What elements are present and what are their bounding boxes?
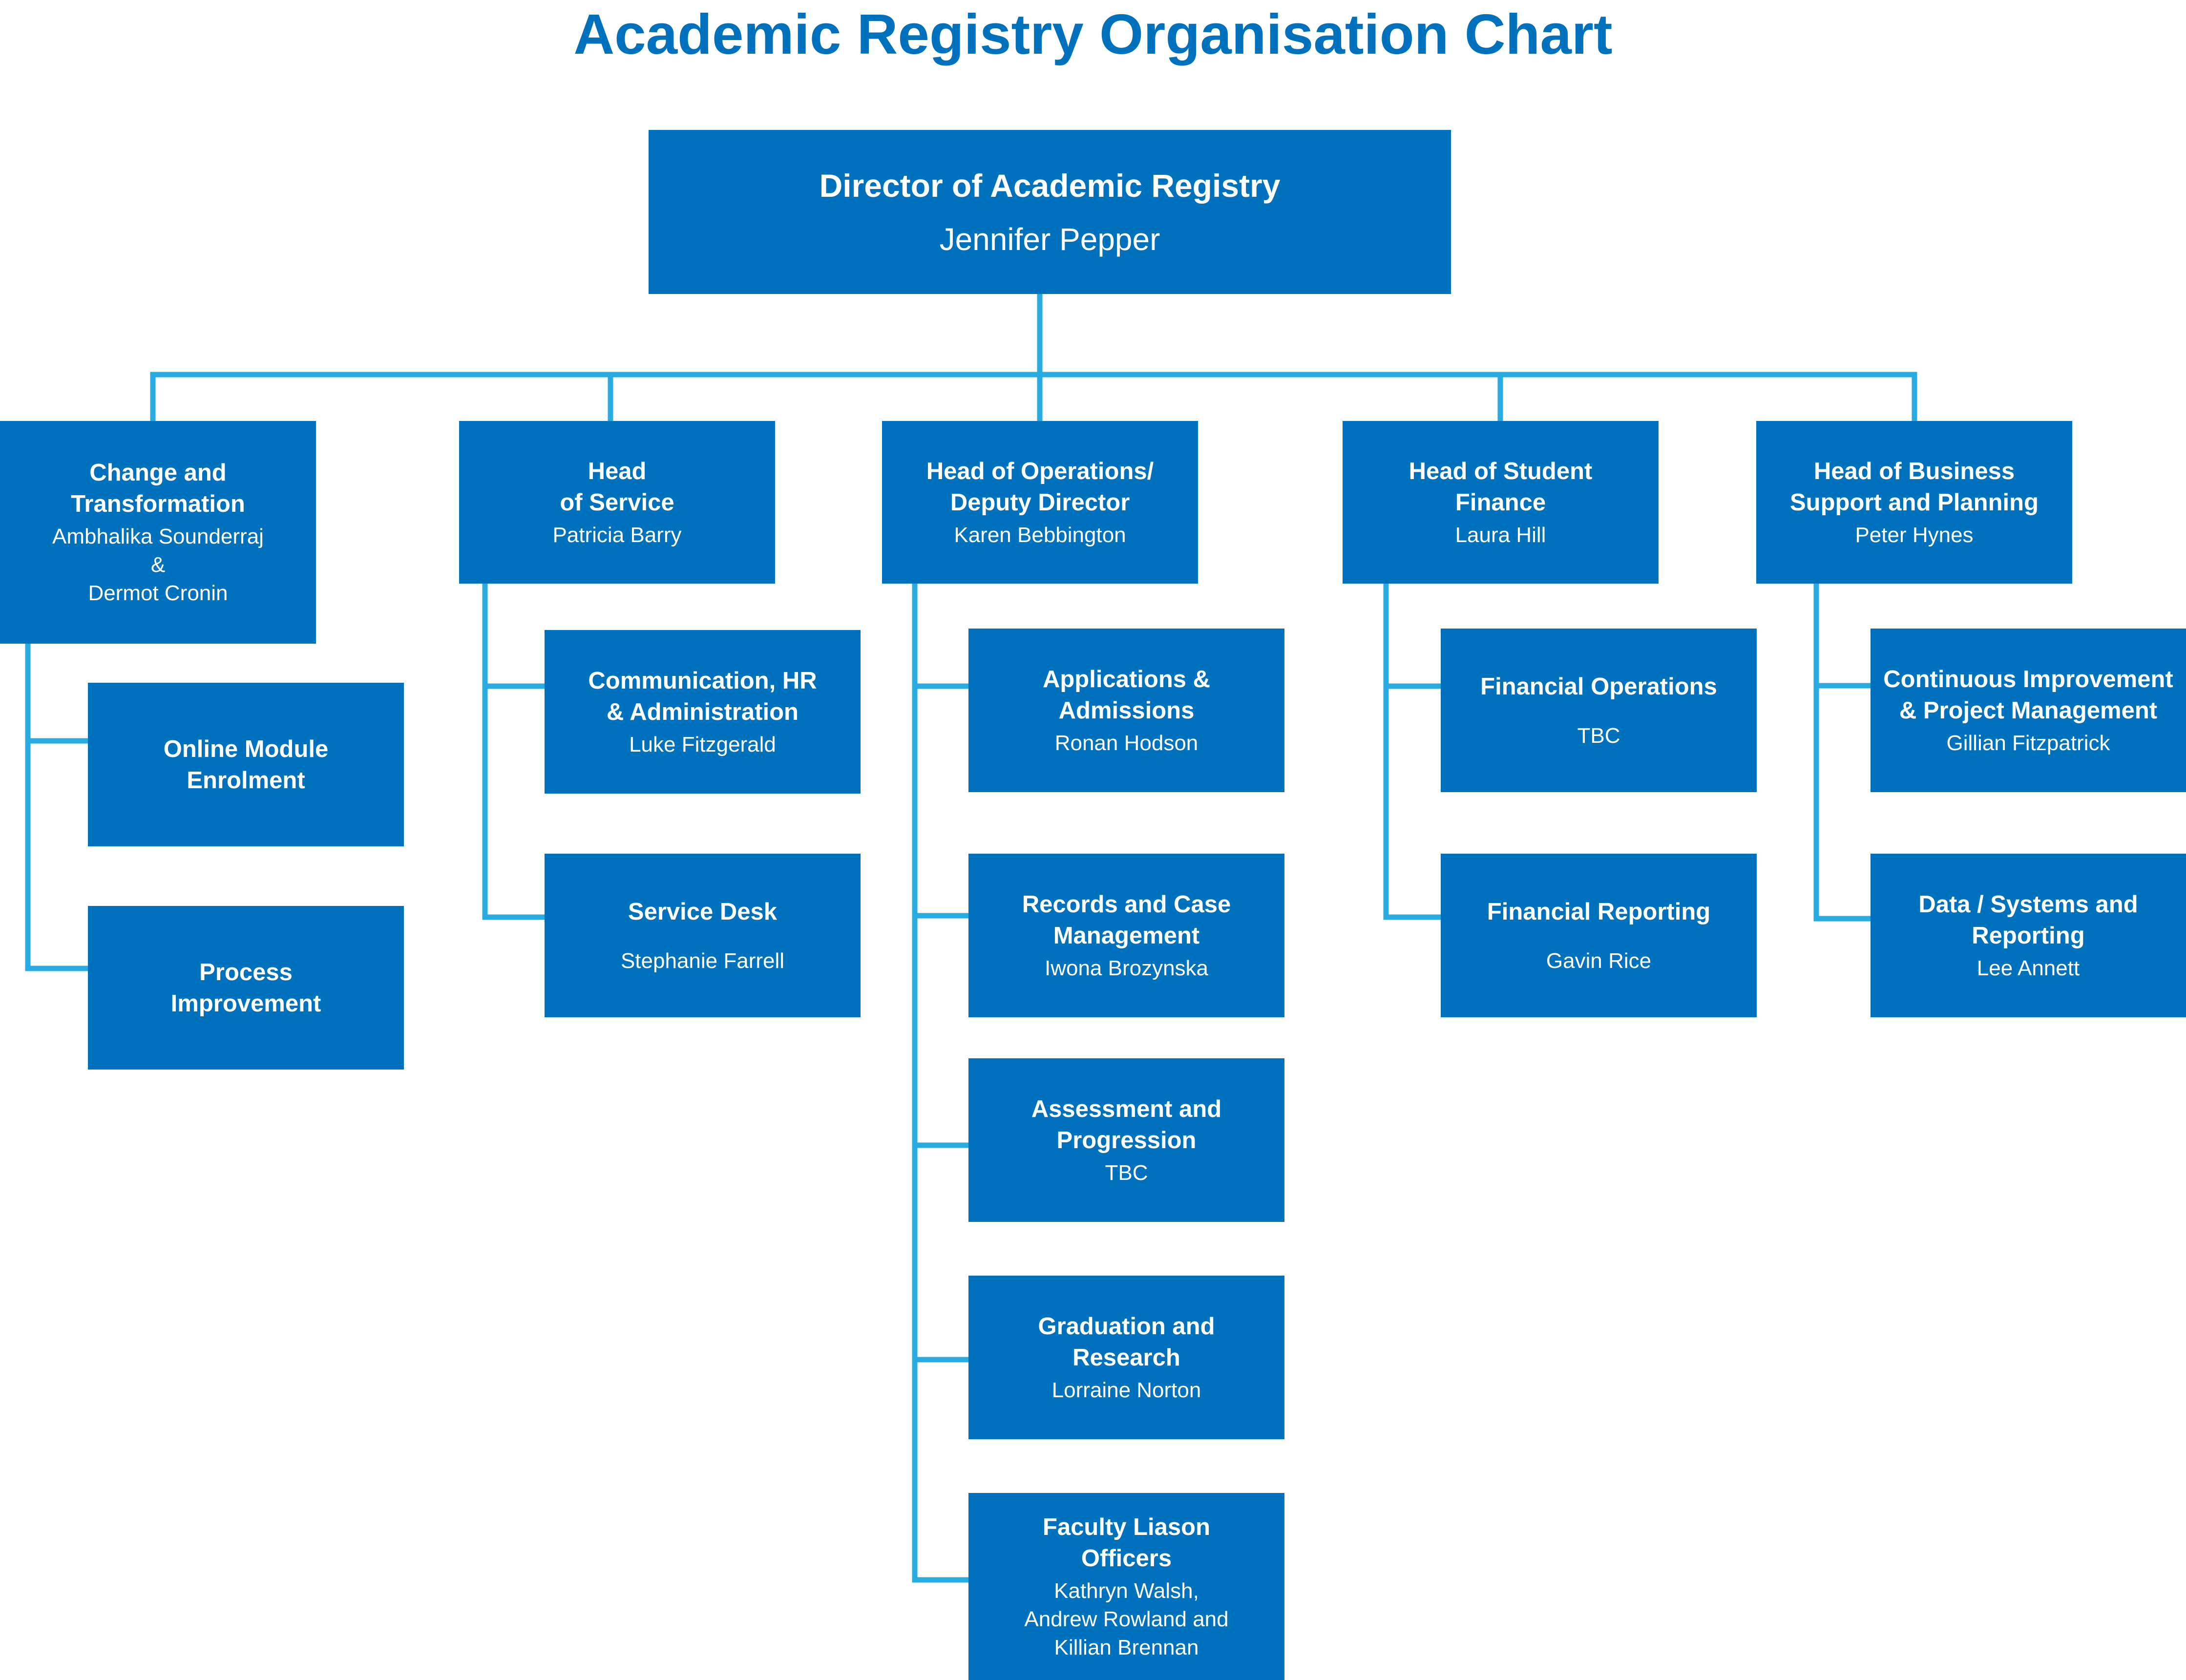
unit-box-applications-admissions: Applications & Admissions Ronan Hodson: [968, 629, 1284, 792]
unit-title: Online Module Enrolment: [163, 735, 329, 794]
unit-name: Iwona Brozynska: [1044, 956, 1209, 980]
branch-name: Ambhalika Sounderraj & Dermot Cronin: [52, 525, 264, 605]
unit-title: Financial Reporting: [1487, 898, 1711, 925]
unit-box-communication-hr-administration: Communication, HR & Administration Luke …: [545, 630, 861, 794]
branch-box-head-of-service: Head of Service Patricia Barry: [459, 421, 775, 584]
unit-box-records-case-management: Records and Case Management Iwona Brozyn…: [968, 854, 1284, 1017]
branch-title: Head of Service: [560, 458, 674, 516]
branch-box-head-of-operations: Head of Operations/ Deputy Director Kare…: [882, 421, 1198, 584]
branch-title: Head of Operations/ Deputy Director: [926, 458, 1154, 516]
unit-name: Lee Annett: [1976, 956, 2080, 980]
director-name: Jennifer Pepper: [939, 222, 1160, 257]
branch-title: Change and Transformation: [71, 460, 245, 517]
director-box: Director of Academic Registry Jennifer P…: [649, 130, 1451, 294]
unit-box-financial-reporting: Financial Reporting Gavin Rice: [1441, 854, 1757, 1017]
unit-title: Data / Systems and Reporting: [1918, 891, 2138, 949]
page-title: Academic Registry Organisation Chart: [573, 2, 1613, 66]
unit-title: Process Improvement: [170, 959, 321, 1017]
unit-box-process-improvement: Process Improvement: [88, 906, 404, 1070]
branch-title: Head of Student Finance: [1408, 458, 1593, 516]
unit-title: Faculty Liason Officers: [1042, 1513, 1211, 1572]
branch-box-change-and-transformation: Change and Transformation Ambhalika Soun…: [0, 421, 316, 644]
unit-title: Financial Operations: [1480, 673, 1717, 700]
unit-name: Gavin Rice: [1546, 948, 1652, 973]
unit-title: Graduation and Research: [1038, 1313, 1215, 1371]
unit-name: Luke Fitzgerald: [629, 732, 776, 756]
unit-name: TBC: [1577, 723, 1620, 748]
unit-title: Assessment and Progression: [1031, 1095, 1222, 1154]
unit-box-service-desk: Service Desk Stephanie Farrell: [545, 854, 861, 1017]
branch-title: Head of Business Support and Planning: [1789, 458, 2039, 516]
unit-box-graduation-research: Graduation and Research Lorraine Norton: [968, 1276, 1284, 1439]
unit-box-data-systems-reporting: Data / Systems and Reporting Lee Annett: [1871, 854, 2186, 1017]
unit-name: Lorraine Norton: [1051, 1378, 1201, 1402]
branch-name: Karen Bebbington: [954, 523, 1126, 547]
unit-title: Applications & Admissions: [1042, 666, 1211, 724]
branch-box-head-of-business-support: Head of Business Support and Planning Pe…: [1756, 421, 2072, 584]
branch-name: Laura Hill: [1455, 523, 1546, 547]
branch-box-head-of-student-finance: Head of Student Finance Laura Hill: [1343, 421, 1659, 584]
unit-box-faculty-liason-officers: Faculty Liason Officers Kathryn Walsh, A…: [968, 1493, 1284, 1680]
branch-name: Peter Hynes: [1855, 523, 1974, 547]
unit-title: Records and Case Management: [1022, 891, 1231, 949]
unit-box-assessment-progression: Assessment and Progression TBC: [968, 1058, 1284, 1222]
unit-box-online-module-enrolment: Online Module Enrolment: [88, 683, 404, 846]
unit-box-financial-operations: Financial Operations TBC: [1441, 629, 1757, 792]
unit-title: Communication, HR & Administration: [588, 667, 817, 725]
unit-name: Ronan Hodson: [1054, 731, 1198, 755]
unit-title: Continuous Improvement & Project Managem…: [1883, 666, 2173, 724]
unit-name: Gillian Fitzpatrick: [1946, 731, 2110, 755]
director-title: Director of Academic Registry: [819, 168, 1281, 204]
unit-name: Kathryn Walsh, Andrew Rowland and Killia…: [1024, 1578, 1229, 1659]
branch-name: Patricia Barry: [552, 523, 682, 547]
unit-name: Stephanie Farrell: [620, 948, 785, 973]
unit-title: Service Desk: [628, 898, 778, 925]
unit-box-continuous-improvement: Continuous Improvement & Project Managem…: [1871, 629, 2186, 792]
unit-name: TBC: [1105, 1160, 1148, 1185]
